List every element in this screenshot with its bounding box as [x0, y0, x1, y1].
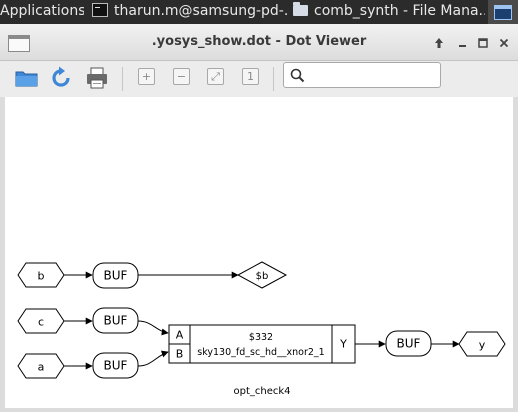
applications-label: Applications — [0, 3, 84, 19]
buf-node-a-label: BUF — [104, 359, 128, 373]
toolbar-separator — [122, 67, 123, 91]
wire-node-b-label: $b — [256, 271, 269, 282]
graph-title: opt_check4 — [233, 386, 290, 397]
wire-node-b[interactable]: $b — [236, 261, 288, 289]
buf-node-b[interactable]: BUF — [92, 262, 139, 289]
edge-buf-cell-a — [137, 320, 169, 336]
open-icon[interactable] — [14, 65, 40, 91]
cell-port-y: Y — [339, 338, 347, 351]
print-icon[interactable] — [84, 65, 110, 91]
search-field[interactable] — [283, 62, 441, 88]
window-titlebar: .yosys_show.dot - Dot Viewer — [0, 24, 518, 61]
cell-id: $332 — [249, 332, 273, 343]
edge-buf-cell-b — [137, 350, 169, 367]
buf-node-a[interactable]: BUF — [92, 352, 139, 379]
input-port-a[interactable]: a — [17, 353, 65, 379]
window-icon — [494, 5, 512, 20]
buf-node-c[interactable]: BUF — [92, 307, 139, 334]
buf-node-b-label: BUF — [104, 269, 128, 283]
buf-node-y[interactable]: BUF — [385, 330, 432, 357]
xnor-cell[interactable]: A B $332 sky130_fd_sc_hd__xnor2_1 Y — [168, 324, 356, 364]
input-port-b-label: b — [38, 270, 45, 283]
input-port-c-label: c — [38, 316, 44, 329]
top-taskbar: Applications tharun.m@samsung-pd-... com… — [0, 0, 518, 24]
task-terminal-label: tharun.m@samsung-pd-... — [114, 3, 287, 19]
input-port-b[interactable]: b — [17, 262, 65, 288]
window-border-bottom — [0, 408, 518, 412]
minimize-icon[interactable] — [455, 36, 469, 50]
buf-node-c-label: BUF — [104, 314, 128, 328]
app-window-icon — [8, 35, 30, 52]
task-terminal[interactable]: tharun.m@samsung-pd-... — [92, 0, 287, 24]
zoom-100-icon[interactable]: 1 — [242, 68, 259, 85]
cell-port-b: B — [176, 348, 184, 361]
input-port-c[interactable]: c — [17, 308, 65, 334]
buf-node-y-label: BUF — [397, 337, 421, 351]
refresh-icon[interactable] — [48, 65, 74, 91]
close-icon[interactable] — [497, 36, 511, 50]
window-title: .yosys_show.dot - Dot Viewer — [151, 34, 367, 49]
search-input[interactable] — [310, 66, 440, 86]
output-port-y-label: y — [479, 339, 486, 352]
applications-menu[interactable]: Applications — [0, 0, 84, 24]
task-file-manager-label: comb_synth - File Mana... — [314, 3, 485, 19]
task-dot-viewer[interactable] — [488, 0, 518, 24]
task-file-manager[interactable]: comb_synth - File Mana... — [293, 0, 485, 24]
maximize-icon[interactable] — [476, 36, 490, 50]
zoom-fit-icon[interactable]: ⤢ — [207, 68, 224, 85]
terminal-icon — [92, 3, 108, 17]
zoom-out-icon[interactable]: − — [173, 68, 190, 85]
toolbar-separator — [273, 67, 274, 91]
pin-icon[interactable] — [432, 36, 446, 50]
search-icon — [290, 68, 305, 83]
graph-canvas[interactable]: b c a BUF BUF BUF — [5, 97, 513, 412]
zoom-in-icon[interactable]: + — [138, 68, 155, 85]
cell-port-a: A — [176, 329, 184, 342]
folder-icon — [293, 1, 308, 16]
input-port-a-label: a — [38, 361, 45, 374]
output-port-y[interactable]: y — [458, 331, 506, 357]
window-border-right — [513, 97, 518, 412]
cell-type: sky130_fd_sc_hd__xnor2_1 — [197, 347, 324, 358]
window-border-left — [0, 97, 5, 412]
